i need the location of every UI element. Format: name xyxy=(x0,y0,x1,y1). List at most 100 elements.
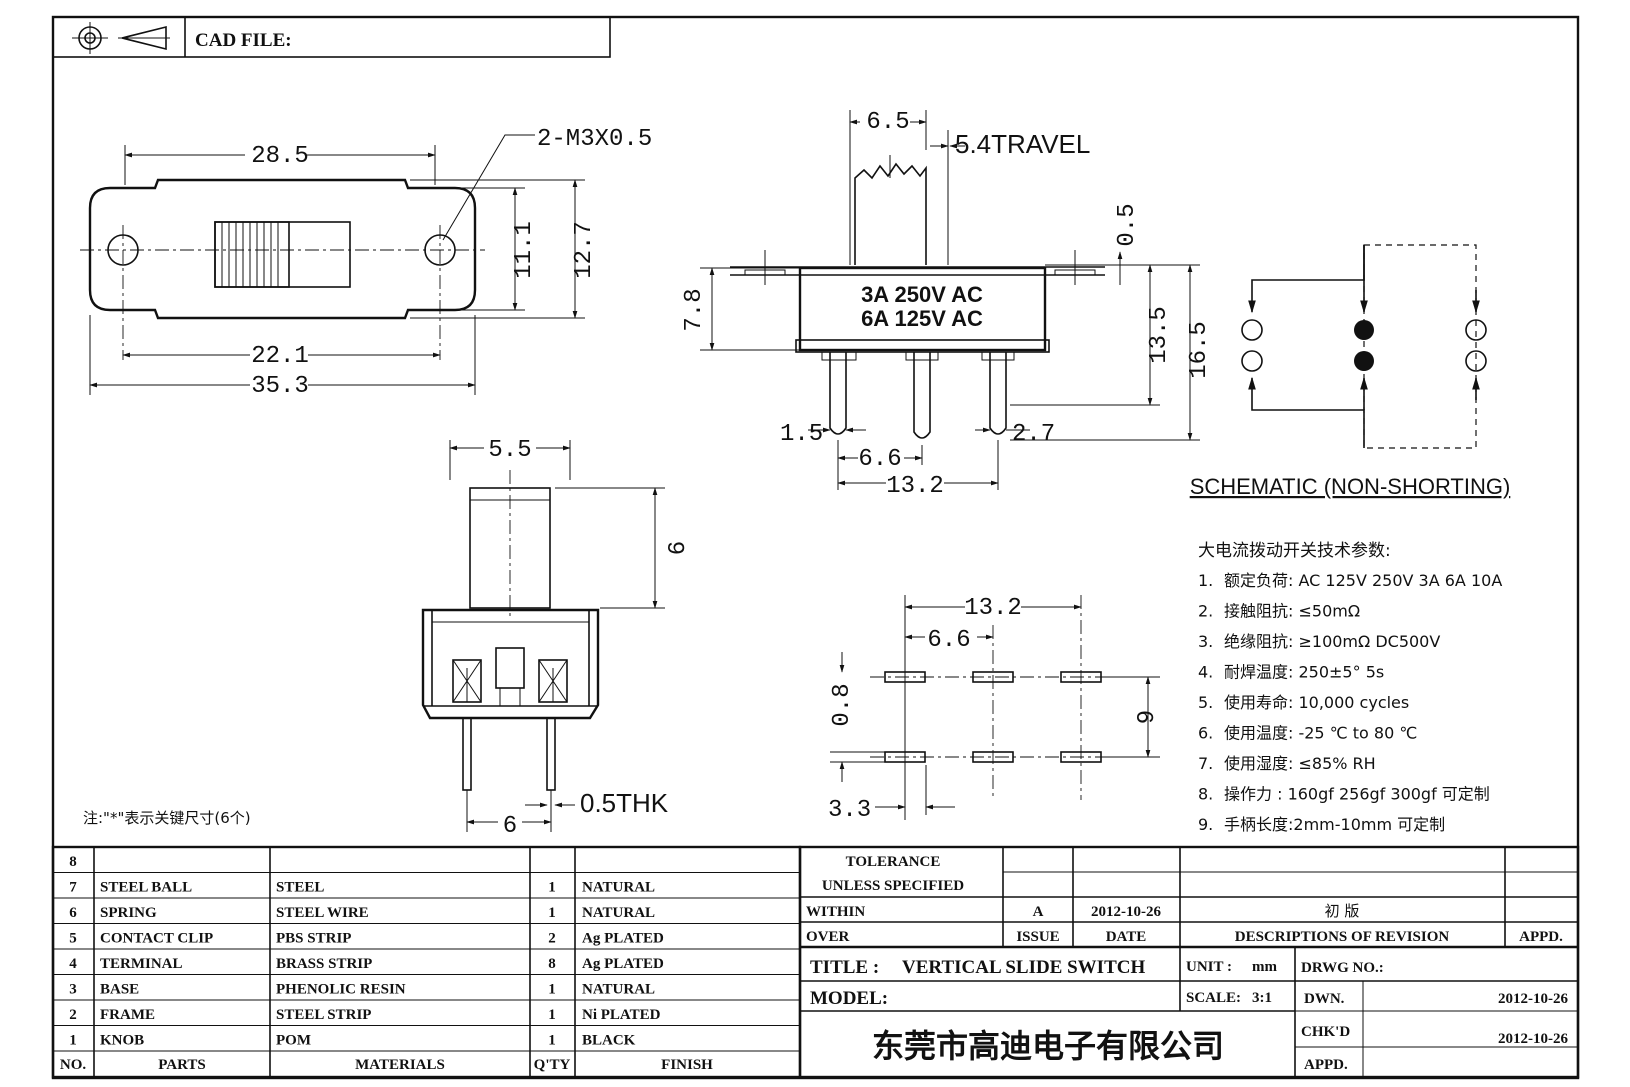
terminal-open-icon xyxy=(1465,319,1487,341)
spec-item-text: 手柄长度:2mm-10mm 可定制 xyxy=(1224,815,1445,834)
terminal-open-icon xyxy=(1465,350,1487,372)
spec-item-text: 额定负荷: AC 125V 250V 3A 6A 10A xyxy=(1224,571,1502,590)
dim-thickness: 0.5THK xyxy=(580,788,669,818)
spec-item-text: 使用寿命: 10,000 cycles xyxy=(1224,693,1409,712)
scale-label: SCALE: xyxy=(1186,990,1241,1006)
pcb-dim-pad: 0.8 xyxy=(829,683,856,726)
pcb-dim-span: 13.2 xyxy=(964,595,1022,622)
drwg-no-label: DRWG NO.: xyxy=(1301,960,1384,976)
spec-item-number: 3. xyxy=(1198,632,1213,651)
spec-item-text: 使用湿度: ≤85% RH xyxy=(1224,754,1376,773)
rev-issue: A xyxy=(1033,904,1044,920)
chkd-date: 2012-10-26 xyxy=(1498,1031,1568,1047)
spec-item-number: 5. xyxy=(1198,693,1213,712)
bom-finish: NATURAL xyxy=(582,982,655,998)
pcb-dim-row-gap: 6 xyxy=(1129,710,1156,724)
bom-part: STEEL BALL xyxy=(100,880,192,896)
spec-item-number: 1. xyxy=(1198,571,1213,590)
rating-line2: 6A 125V AC xyxy=(861,306,983,331)
dim-flange: 0.5 xyxy=(1114,203,1141,246)
bom-qty: 1 xyxy=(548,1007,556,1023)
dim-knob: 5.5 xyxy=(488,437,531,464)
bom-no: 1 xyxy=(69,1033,77,1049)
bom-material: POM xyxy=(276,1033,311,1049)
spec-item-text: 使用温度: -25 ℃ to 80 ℃ xyxy=(1224,724,1417,743)
spec-item-text: 接触阻抗: ≤50mΩ xyxy=(1224,602,1360,621)
dim-pin-right: 2.7 xyxy=(1012,421,1055,448)
rev-date: 2012-10-26 xyxy=(1091,904,1161,920)
spec-item-number: 2. xyxy=(1198,602,1213,621)
projection-symbol-icon xyxy=(72,22,170,54)
chkd-label: CHK'D xyxy=(1301,1024,1350,1040)
bom-finish: Ni PLATED xyxy=(582,1007,661,1023)
title-block: TOLERANCE UNLESS SPECIFIED WITHIN OVER A… xyxy=(798,845,1580,1079)
tolerance-label: TOLERANCE xyxy=(846,854,941,870)
bom-qty: 1 xyxy=(548,880,556,896)
terminal-open-icon xyxy=(1241,350,1263,372)
pcb-dim-offset: 3.3 xyxy=(828,797,871,824)
dim-hole-span: 22.1 xyxy=(251,343,309,370)
bom-material: BRASS STRIP xyxy=(276,956,372,972)
terminal-pins xyxy=(821,352,1015,439)
terminal-common-icon xyxy=(1354,351,1374,371)
bom-material: PHENOLIC RESIN xyxy=(276,982,406,998)
bom-header-no: NO. xyxy=(60,1057,87,1073)
issue-label: ISSUE xyxy=(1016,929,1059,945)
bom-no: 8 xyxy=(69,854,77,870)
over-label: OVER xyxy=(806,929,850,945)
dim-pin-span: 13.2 xyxy=(886,473,944,500)
terminal-open-icon xyxy=(1241,319,1263,341)
dim-outer-height: 12.7 xyxy=(571,221,598,279)
end-view: 5.5 9 6 0.5T xyxy=(83,432,687,840)
dwn-date: 2012-10-26 xyxy=(1498,991,1568,1007)
dwn-label: DWN. xyxy=(1304,991,1345,1007)
company-name: 东莞市高迪电子有限公司 xyxy=(872,1027,1224,1065)
dim-pin-height: 13.5 xyxy=(1146,306,1173,364)
spec-item-number: 8. xyxy=(1198,785,1213,804)
rating-line1: 3A 250V AC xyxy=(861,282,983,307)
knob-profile xyxy=(854,162,927,265)
bom-finish: Ag PLATED xyxy=(582,956,664,972)
bom-part: BASE xyxy=(100,982,139,998)
terminal-common-icon xyxy=(1354,320,1374,340)
appd-label: APPD. xyxy=(1519,929,1563,945)
contact-clip-right xyxy=(538,659,568,703)
bom-material: STEEL WIRE xyxy=(276,905,369,921)
pcb-dim-pitch: 6.6 xyxy=(927,627,970,654)
dim-travel: 5.4TRAVEL xyxy=(955,129,1090,159)
dim-overall: 35.3 xyxy=(251,373,309,400)
spec-item-text: 耐焊温度: 250±5° 5s xyxy=(1224,663,1384,682)
bom-finish: NATURAL xyxy=(582,880,655,896)
end-housing xyxy=(421,608,600,720)
dim-thread: 2-M3X0.5 xyxy=(537,126,652,153)
rev-description: 初 版 xyxy=(1325,902,1360,920)
bom-finish: Ag PLATED xyxy=(582,931,664,947)
revision-desc-label: DESCRIPTIONS OF REVISION xyxy=(1235,929,1450,945)
spec-title: 大电流拨动开关技术参数: xyxy=(1198,541,1391,561)
spec-item-number: 4. xyxy=(1198,663,1213,682)
top-view: 28.5 2-M3X0.5 22.1 35.3 11.1 12.7 xyxy=(80,126,652,400)
bom-row: 8 xyxy=(69,854,77,870)
bom-header-parts: PARTS xyxy=(158,1057,206,1073)
schematic-label: SCHEMATIC (NON-SHORTING) xyxy=(1190,474,1511,499)
bom-material: PBS STRIP xyxy=(276,931,351,947)
spec-item-number: 7. xyxy=(1198,754,1213,773)
spec-item-number: 9. xyxy=(1198,815,1213,834)
spec-item-text: 绝缘阻抗: ≥100mΩ DC500V xyxy=(1224,632,1440,651)
date-label: DATE xyxy=(1106,929,1147,945)
bom-qty: 2 xyxy=(548,931,556,947)
pcb-layout: 13.2 6.6 0.8 6 3.3 xyxy=(828,590,1160,824)
bom-no: 4 xyxy=(69,956,77,972)
bom-no: 7 xyxy=(69,880,77,896)
unit-value: mm xyxy=(1252,959,1277,975)
cad-header: CAD FILE: xyxy=(52,16,611,58)
bom-no: 6 xyxy=(69,905,77,921)
end-pin-right xyxy=(546,717,556,791)
bom-part: FRAME xyxy=(100,1007,155,1023)
bom-row: 7 STEEL BALL STEEL 1 NATURAL xyxy=(69,880,655,896)
bom-material: STEEL xyxy=(276,880,324,896)
